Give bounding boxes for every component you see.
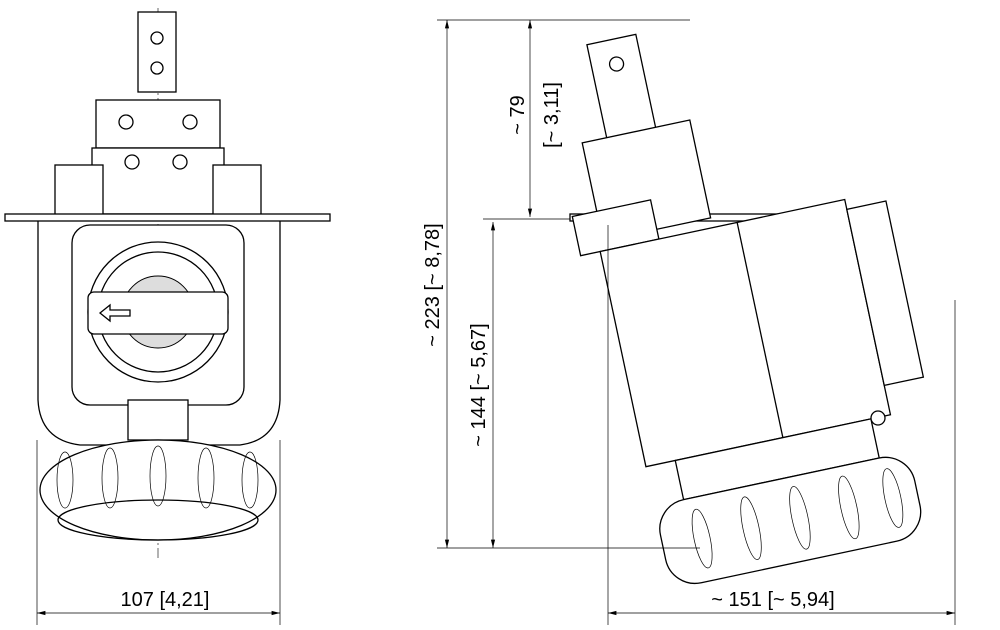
- dimension-lines: [36, 19, 956, 625]
- front-width-label: 107 [4,21]: [121, 589, 210, 611]
- upper-height-mm-label: ~ 79: [507, 95, 529, 134]
- upper-height-in-label: [~ 3,11]: [541, 82, 563, 148]
- front-view: [4, 8, 331, 560]
- total-height-label: ~ 223 [~ 8,78]: [422, 223, 444, 346]
- lower-height-label: ~ 144 [~ 5,67]: [468, 323, 490, 446]
- side-width-label: ~ 151 [~ 5,94]: [711, 589, 834, 611]
- side-view: [569, 33, 925, 585]
